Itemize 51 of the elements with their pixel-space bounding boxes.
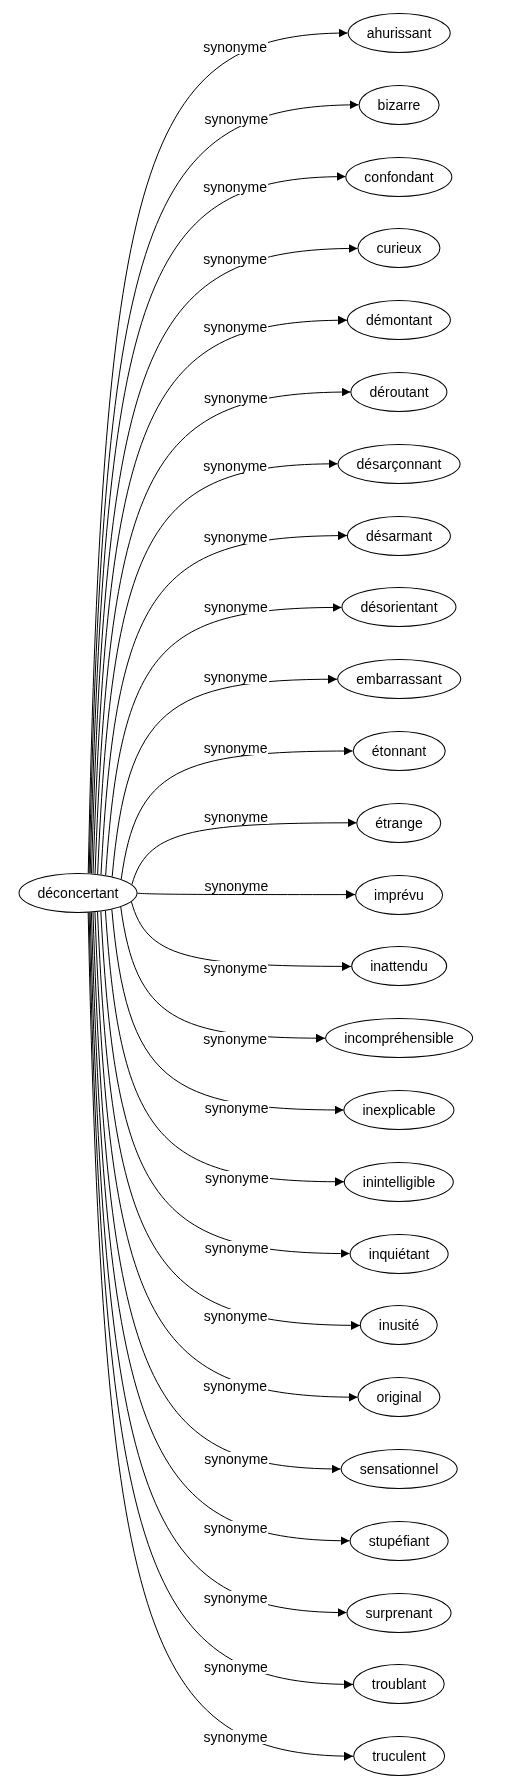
arrow (92, 911, 341, 1474)
edge-label: synonyme (202, 1729, 269, 1744)
edge-label: synonyme (202, 1591, 269, 1606)
word-text: truculent (372, 1748, 426, 1765)
edge-label: synonyme (203, 1100, 270, 1115)
edge-label: synonyme (202, 1308, 269, 1323)
edge-label: synonyme (203, 112, 270, 127)
word-text: ahurissant (366, 25, 432, 41)
word-text: étrange (375, 814, 423, 831)
arrow (120, 746, 353, 880)
word-text: inexplicable (362, 1102, 436, 1118)
word-text: étonnant (371, 743, 427, 759)
word-text: désarmant (365, 527, 433, 544)
word-text: désarçonnant (356, 455, 442, 472)
word-text: original (376, 1389, 422, 1406)
word-ellipse (18, 873, 138, 913)
arrow (97, 911, 361, 1330)
arrow (104, 910, 345, 1187)
edge-label: synonyme (203, 1240, 270, 1255)
word-text: surprenant (365, 1604, 433, 1621)
word-text: imprévu (374, 886, 424, 903)
word-text: déconcertant (37, 885, 119, 901)
edge-label: synonyme (203, 1452, 270, 1467)
edge-label: synonyme (202, 960, 269, 975)
edge-label: synonyme (202, 40, 268, 55)
word-text: inintelligible (362, 1173, 436, 1190)
word-text: curieux (376, 240, 422, 257)
arrow (137, 890, 356, 900)
word-text: embarrassant (356, 671, 442, 688)
arrow (131, 818, 357, 885)
arrow (94, 911, 358, 1402)
word-text: confondant (364, 168, 434, 185)
arrow (97, 459, 338, 875)
edge-label: synonyme (202, 1520, 269, 1535)
word-text: inattendu (370, 958, 428, 975)
word-text: inusité (378, 1317, 420, 1334)
word-text: démontant (365, 312, 433, 329)
word-text: incompréhensible (344, 1030, 454, 1047)
word-text: désorientant (360, 599, 438, 616)
edge-label: synonyme (202, 1031, 269, 1046)
word-text: déroutant (369, 384, 429, 400)
word-text: inquiétant (368, 1245, 430, 1262)
arrow (105, 603, 342, 876)
word-text: bizarre (377, 96, 421, 113)
word-text: stupéfiant (368, 1532, 430, 1549)
word-text: sensationnel (359, 1461, 439, 1477)
edge-label: synonyme (203, 1659, 269, 1674)
arrow (111, 674, 338, 878)
word-text: troublant (371, 1676, 427, 1693)
edge-label: synonyme (203, 1171, 270, 1186)
edge-label: synonyme (202, 1378, 268, 1393)
